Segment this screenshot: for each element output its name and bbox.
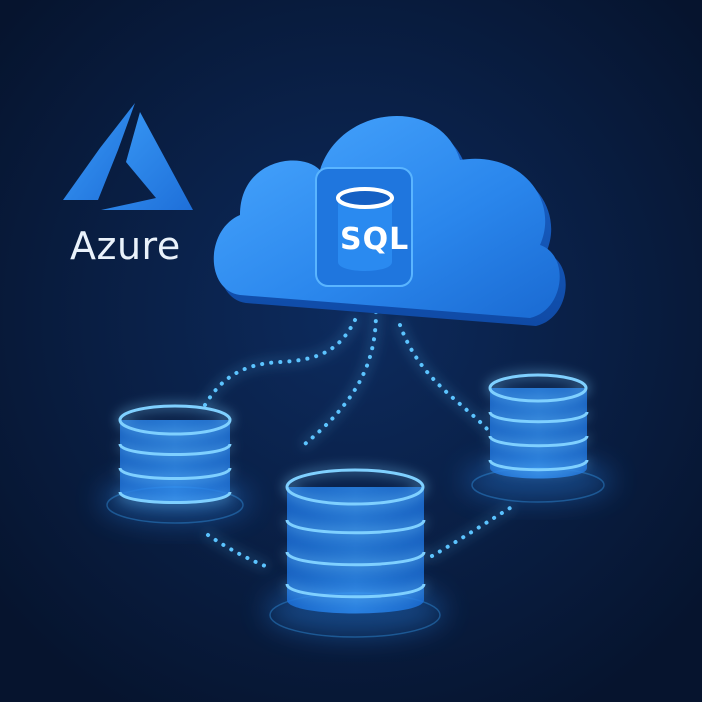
connection-lines: [203, 310, 517, 570]
database-left: [100, 404, 250, 524]
sql-label: SQL: [340, 222, 410, 257]
database-right: [463, 373, 613, 503]
cloud-icon: [213, 115, 566, 326]
database-icon: [336, 187, 394, 271]
azure-logo-icon: [63, 103, 193, 210]
connector-left-center: [206, 533, 272, 570]
connector-cloud-right: [398, 323, 490, 432]
brand-name: Azure: [70, 224, 181, 268]
database-center: [265, 468, 445, 638]
connector-center-right: [430, 503, 517, 558]
connector-cloud-left: [203, 318, 357, 407]
connector-cloud-center: [298, 310, 378, 450]
